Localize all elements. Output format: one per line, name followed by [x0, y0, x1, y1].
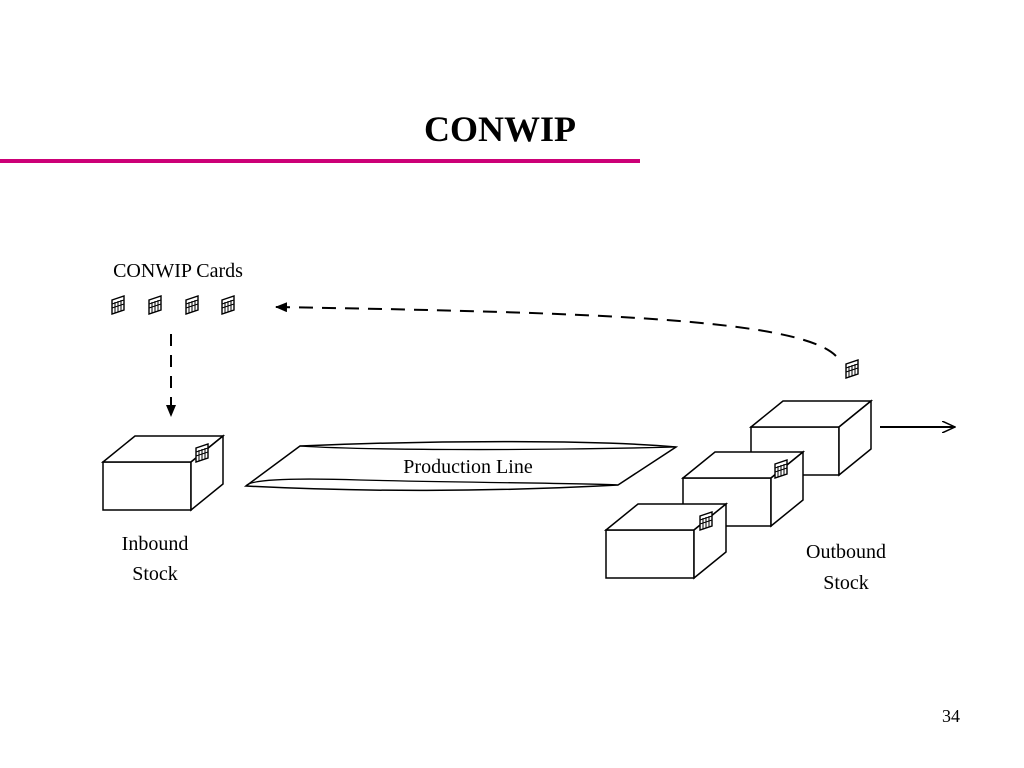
cards-label: CONWIP Cards	[113, 260, 243, 282]
page-number: 34	[942, 706, 960, 726]
slide-title: CONWIP	[424, 109, 576, 149]
inbound-label-line1: Inbound	[122, 533, 189, 555]
outbound-label-line2: Stock	[823, 572, 869, 594]
conwip-card-icon	[185, 295, 199, 315]
conwip-card-icon	[111, 295, 125, 315]
production-line-shape	[243, 440, 679, 492]
title-underline	[0, 159, 640, 163]
production-line-label: Production Line	[403, 456, 533, 478]
inbound-label-line2: Stock	[132, 563, 178, 585]
conwip-card-icon	[148, 295, 162, 315]
outbound-stock-box-icon	[605, 503, 727, 579]
inbound-stock-box-icon	[102, 435, 224, 511]
return-arrow-icon	[275, 302, 837, 357]
conwip-card-icon	[221, 295, 235, 315]
returning-card-icon	[845, 359, 859, 379]
outbound-label-line1: Outbound	[806, 541, 886, 563]
